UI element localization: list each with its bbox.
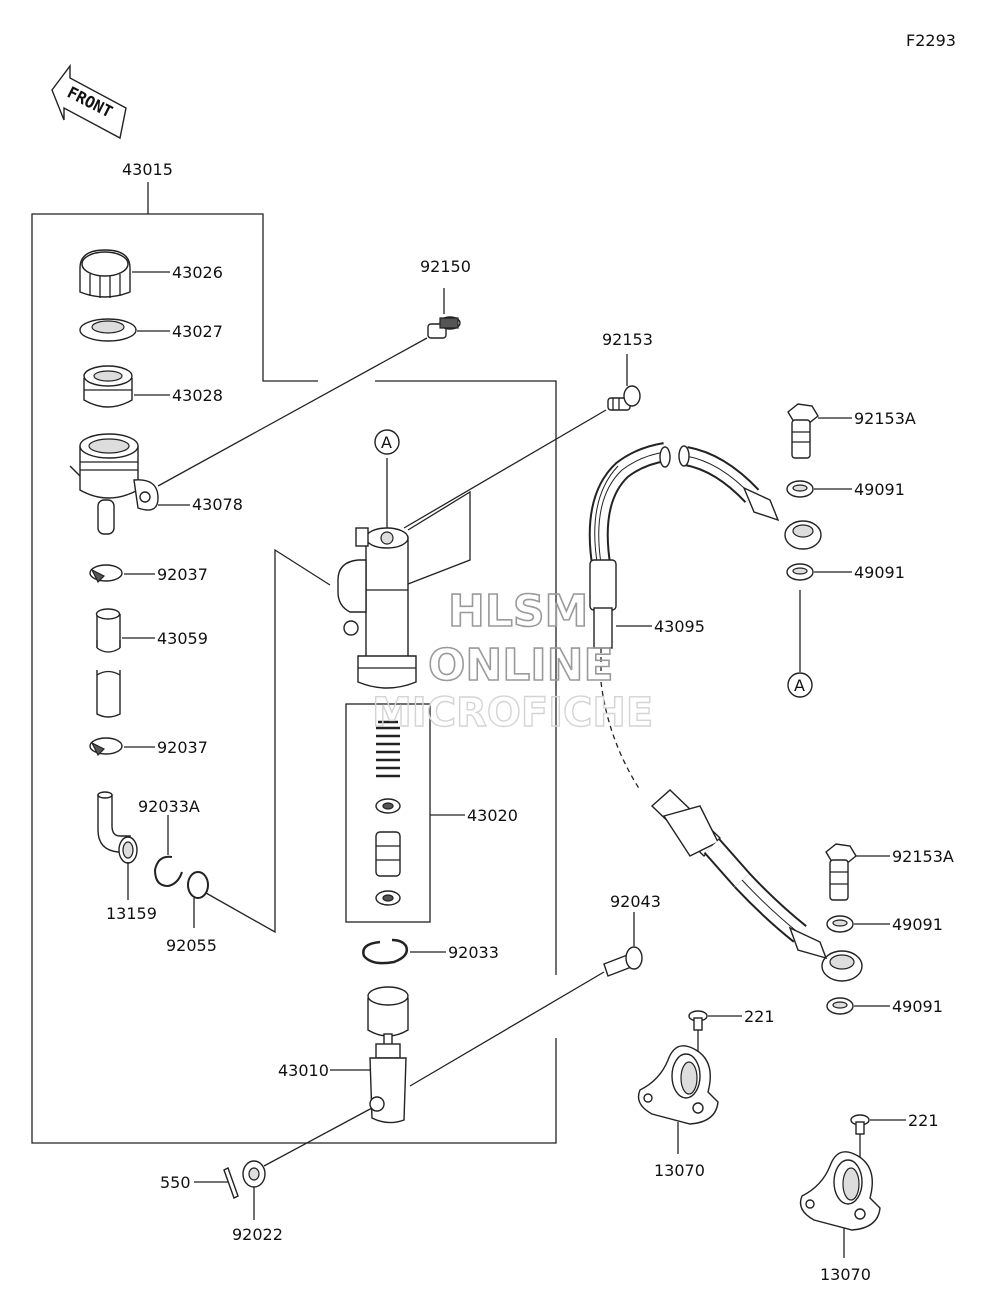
callout-92033: 92033 xyxy=(448,943,499,962)
banjo-bolt-lower xyxy=(825,843,857,901)
reservoir-bolt xyxy=(427,316,461,339)
hose-guide-1 xyxy=(637,1045,719,1125)
circlip-large xyxy=(362,938,408,965)
callout-43027: 43027 xyxy=(172,322,223,341)
callout-43010: 43010 xyxy=(278,1061,329,1080)
crush-washer-4 xyxy=(826,997,854,1015)
callout-49091-1: 49091 xyxy=(854,480,905,499)
crush-washer-3 xyxy=(826,915,854,933)
callout-92037-lower: 92037 xyxy=(157,738,208,757)
guide-screw-1 xyxy=(688,1010,708,1031)
callout-92153A-upper: 92153A xyxy=(854,409,916,428)
callout-43078: 43078 xyxy=(192,495,243,514)
watermark-line1: HLSM xyxy=(448,586,588,637)
callout-221-1: 221 xyxy=(744,1007,775,1026)
ref-marker-bottom: A xyxy=(794,676,805,695)
callout-43028: 43028 xyxy=(172,386,223,405)
callout-43015: 43015 xyxy=(122,160,173,179)
master-cylinder-body xyxy=(337,527,417,689)
diaphragm-plate xyxy=(79,318,137,342)
piston-kit xyxy=(345,703,431,923)
callout-92150: 92150 xyxy=(420,257,471,276)
diagram-code: F2293 xyxy=(906,31,956,50)
callout-13070-1: 13070 xyxy=(654,1161,705,1180)
callout-92022: 92022 xyxy=(232,1225,283,1244)
callout-13070-2: 13070 xyxy=(820,1265,871,1284)
washer-92022 xyxy=(242,1160,266,1188)
callout-221-2: 221 xyxy=(908,1111,939,1130)
watermark-line2: ONLINE xyxy=(428,640,614,691)
callout-550: 550 xyxy=(160,1173,191,1192)
watermark: HLSM ONLINE MICROFICHE xyxy=(371,585,654,737)
watermark-line3: MICROFICHE xyxy=(372,690,653,736)
callout-43095: 43095 xyxy=(654,617,705,636)
crush-washer-2 xyxy=(786,563,814,581)
assembly-bracket-43015: 43015 xyxy=(31,160,557,1144)
callout-92153A-lower: 92153A xyxy=(892,847,954,866)
callout-92037-upper: 92037 xyxy=(157,565,208,584)
circlip-small xyxy=(153,855,183,888)
hose-clamp-upper xyxy=(89,564,123,584)
reservoir-cap xyxy=(79,249,131,298)
cotter-pin xyxy=(223,1167,239,1199)
callout-43020: 43020 xyxy=(467,806,518,825)
callout-92153: 92153 xyxy=(602,330,653,349)
banjo-bolt-upper xyxy=(787,403,819,459)
diaphragm xyxy=(83,365,133,408)
brake-hose xyxy=(588,442,863,982)
crush-washer-1 xyxy=(786,480,814,498)
callout-92043: 92043 xyxy=(610,892,661,911)
callout-43026: 43026 xyxy=(172,263,223,282)
callout-92033A: 92033A xyxy=(138,797,200,816)
o-ring xyxy=(187,871,209,899)
callout-49091-4: 49091 xyxy=(892,997,943,1016)
callout-43059: 43059 xyxy=(157,629,208,648)
callout-92055: 92055 xyxy=(166,936,217,955)
callout-49091-3: 49091 xyxy=(892,915,943,934)
ref-marker-top: A xyxy=(381,433,392,452)
guide-screw-2 xyxy=(850,1114,870,1135)
mounting-screw xyxy=(607,385,641,411)
hose-guide-2 xyxy=(799,1151,881,1231)
push-rod xyxy=(367,986,409,1124)
hose-elbow-fitting xyxy=(97,791,138,864)
hose-clamp-lower xyxy=(89,737,123,757)
fluid-reservoir xyxy=(69,433,159,535)
callout-49091-2: 49091 xyxy=(854,563,905,582)
clevis-pin xyxy=(603,946,643,977)
front-arrow-icon: FRONT xyxy=(51,63,127,140)
callout-13159: 13159 xyxy=(106,904,157,923)
reservoir-hose xyxy=(92,608,126,718)
